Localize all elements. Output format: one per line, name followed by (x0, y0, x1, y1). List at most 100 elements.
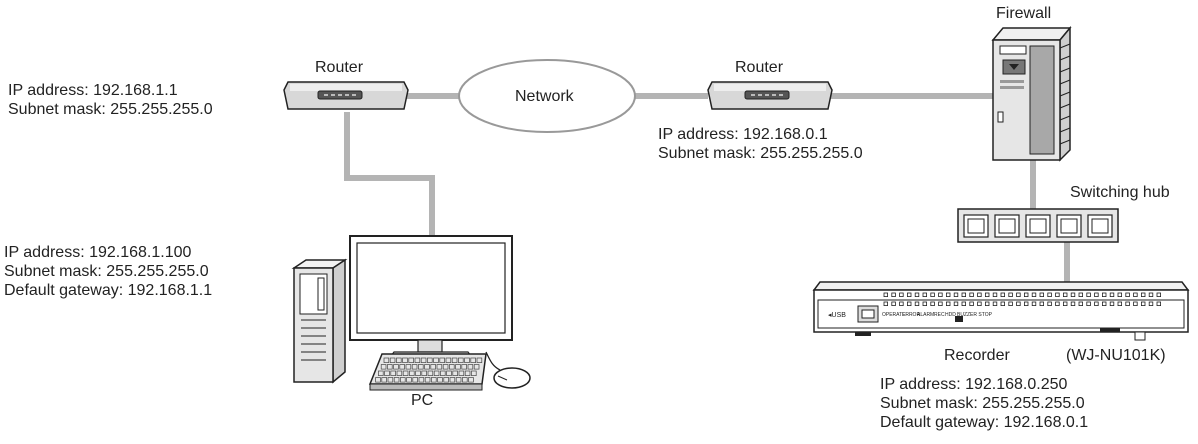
firewall-label: Firewall (996, 5, 1052, 22)
firewall-icon (991, 25, 1072, 162)
recorder-led (1156, 301, 1161, 306)
indicator-hdd: HDD (945, 312, 956, 318)
keyboard-key (464, 357, 470, 363)
recorder-led (1141, 301, 1146, 306)
ip-address-text: IP address: 192.168.0.1 (658, 126, 828, 143)
keyboard-key (396, 357, 402, 363)
indicator-rec: REC (934, 312, 945, 318)
recorder-led (1055, 301, 1060, 306)
recorder-led (1086, 301, 1091, 306)
ip-address-text: IP address: 192.168.0.250 (880, 376, 1068, 393)
recorder-led (1109, 292, 1115, 297)
recorder-led (1039, 301, 1044, 306)
keyboard-key (443, 377, 449, 383)
recorder-led (1047, 292, 1052, 297)
keyboard-key (389, 357, 396, 363)
keyboard-key (402, 370, 409, 376)
recorder-led (1078, 301, 1083, 306)
keyboard-key (458, 357, 464, 363)
keyboard-key (446, 370, 452, 376)
keyboard-key (420, 357, 427, 363)
pc-monitor-icon (349, 235, 513, 361)
keyboard-key (418, 377, 425, 383)
recorder-label: Recorder (944, 347, 1010, 364)
keyboard-key (405, 364, 412, 370)
recorder-led (1000, 292, 1005, 297)
recorder-led (922, 292, 927, 297)
keyboard-key (455, 377, 462, 383)
recorder-led (1016, 292, 1021, 297)
recorder-led (1078, 292, 1083, 297)
ip-address-text: IP address: 192.168.1.1 (8, 82, 178, 99)
recorder-led (930, 301, 935, 306)
router-right-label: Router (735, 59, 784, 76)
recorder-led (899, 301, 904, 306)
keyboard-key (406, 377, 412, 383)
recorder-led (938, 301, 943, 306)
recorder-led (953, 301, 959, 306)
keyboard-key (433, 357, 439, 363)
recorder-led (961, 292, 966, 297)
recorder-led (985, 301, 990, 306)
recorder-led (1039, 292, 1044, 297)
recorder-led (883, 292, 888, 297)
recorder-led (1000, 301, 1005, 306)
switching-hub-label: Switching hub (1070, 184, 1170, 201)
keyboard-key (433, 370, 440, 376)
default-gateway-text: Default gateway: 192.168.0.1 (880, 414, 1089, 431)
recorder-led (922, 301, 927, 306)
router-left-info: IP address: 192.168.1.1 Subnet mask: 255… (8, 81, 213, 119)
svg-text:◂USB: ◂USB (828, 312, 846, 319)
keyboard-key (409, 370, 415, 376)
keyboard-key (384, 370, 390, 376)
keyboard-key (408, 357, 414, 363)
recorder-led (899, 292, 904, 297)
keyboard-key (390, 370, 396, 376)
keyboard-key (402, 357, 408, 363)
ip-address-text: IP address: 192.168.1.100 (4, 244, 192, 261)
keyboard-key (431, 377, 437, 383)
keyboard-key (380, 364, 387, 370)
recorder-led (1102, 301, 1107, 306)
recorder-led (1141, 292, 1146, 297)
keyboard-key (427, 370, 434, 376)
default-gateway-text: Default gateway: 192.168.1.1 (4, 282, 213, 299)
keyboard-key (393, 364, 399, 370)
keyboard-key (414, 357, 421, 363)
keyboard-key (415, 370, 421, 376)
keyboard-key (436, 364, 443, 370)
keyboard-key (393, 377, 400, 383)
keyboard-key (424, 377, 431, 383)
recorder-led (992, 292, 998, 297)
keyboard-key (378, 370, 384, 376)
recorder-led (1109, 301, 1115, 306)
recorder-led (1102, 292, 1107, 297)
recorder-led (1133, 301, 1138, 306)
recorder-led (930, 292, 935, 297)
keyboard-key (440, 370, 446, 376)
recorder-led (914, 301, 920, 306)
keyboard-key (412, 377, 418, 383)
recorder-led (992, 301, 998, 306)
recorder-led (961, 301, 966, 306)
recorder-led (1086, 292, 1091, 297)
keyboard-key (421, 370, 427, 376)
recorder-led (946, 301, 951, 306)
recorder-led-row (883, 301, 1161, 306)
recorder-icon: ◂USB OPERATE ERROR ALARM REC HDD BUZZER … (812, 281, 1190, 341)
recorder-led (1063, 301, 1068, 306)
router-right-info: IP address: 192.168.0.1 Subnet mask: 255… (658, 125, 863, 163)
recorder-led (891, 292, 896, 297)
recorder-led (946, 292, 951, 297)
recorder-led (977, 301, 982, 306)
keyboard-key (470, 357, 476, 363)
keyboard-key (411, 364, 418, 370)
pc-tower-icon (291, 258, 348, 384)
keyboard-key (455, 364, 461, 370)
recorder-led (1055, 292, 1060, 297)
pc-label: PC (411, 392, 434, 409)
recorder-led (1125, 292, 1130, 297)
keyboard-key (375, 377, 381, 383)
network-ellipse (458, 59, 636, 133)
recorder-led (1031, 301, 1037, 306)
